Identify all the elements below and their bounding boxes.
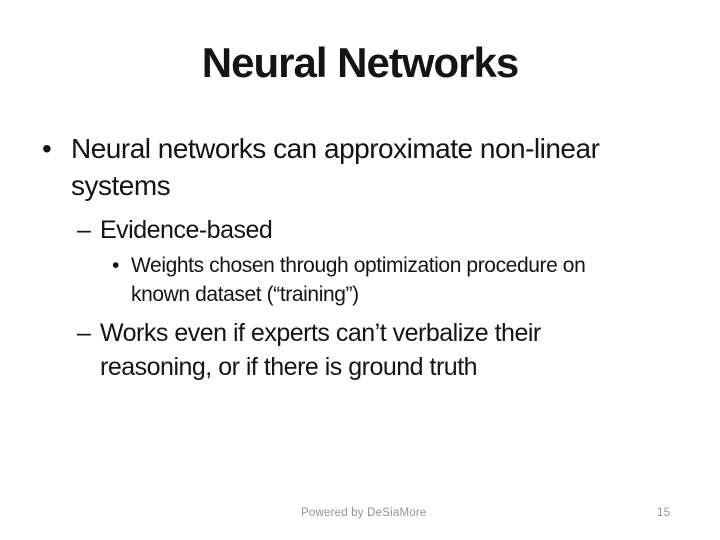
bullet-marker: •	[42, 133, 52, 164]
slide-title: Neural Networks	[201, 39, 519, 86]
powered-by-text: Powered by DeSiaMore	[301, 507, 427, 519]
bullet-line: Evidence-based	[100, 216, 273, 244]
dash-marker: –	[77, 319, 91, 347]
bullet-marker: •	[112, 254, 119, 277]
bullet-item-2: Evidence-based	[100, 214, 273, 246]
bullet-line: reasoning, or if there is ground truth	[100, 353, 478, 381]
bullet-item-3: Weights chosen through optimization proc…	[131, 251, 586, 309]
bullet-line: Neural networks can approximate non-line…	[71, 133, 600, 164]
page-number: 15	[657, 507, 671, 519]
bullet-line: Weights chosen through optimization proc…	[131, 254, 586, 277]
dash-marker: –	[77, 216, 91, 244]
bullet-item-4: Works even if experts can’t verbalize th…	[100, 316, 541, 384]
bullet-line: known dataset (“training”)	[131, 283, 359, 306]
bullet-line: systems	[71, 170, 171, 201]
bullet-item-1: Neural networks can approximate non-line…	[71, 130, 600, 204]
bullet-line: Works even if experts can’t verbalize th…	[100, 319, 541, 347]
